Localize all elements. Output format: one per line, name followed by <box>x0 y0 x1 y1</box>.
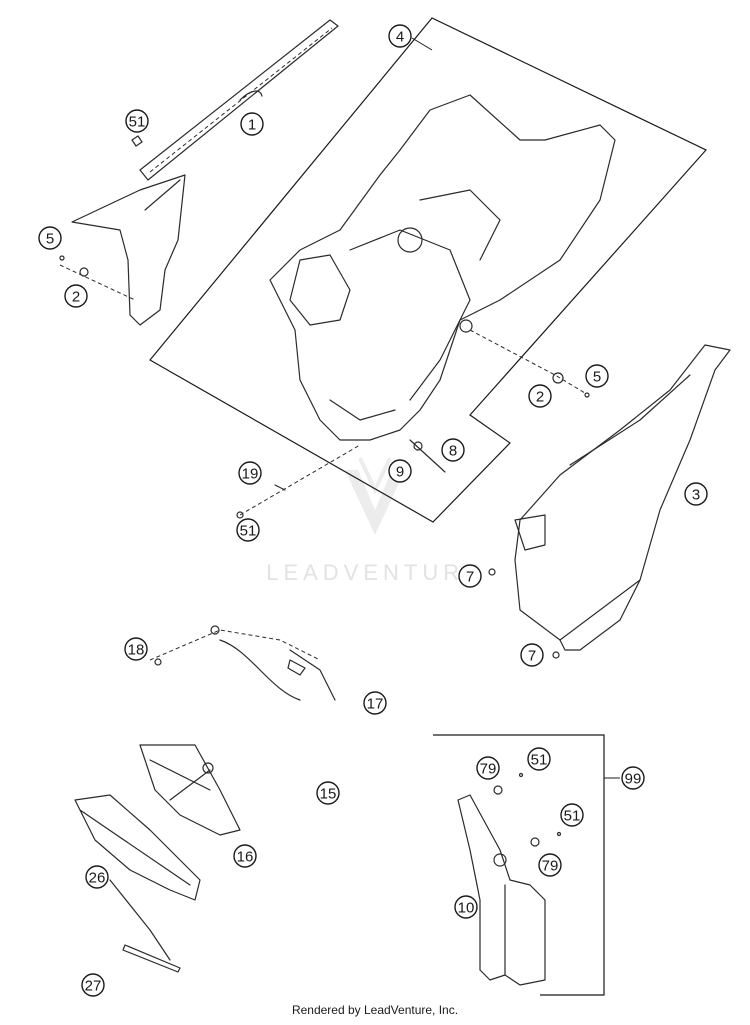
svg-text:18: 18 <box>128 642 145 659</box>
svg-text:26: 26 <box>89 870 106 887</box>
callout-2-a[interactable]: 2 <box>64 284 88 308</box>
callout-7-b[interactable]: 7 <box>520 643 544 667</box>
svg-text:7: 7 <box>466 569 474 586</box>
callout-5-b[interactable]: 5 <box>585 364 609 388</box>
assembly-frame-99 <box>433 734 605 996</box>
callout-79-a[interactable]: 79 <box>476 756 500 780</box>
callout-27[interactable]: 27 <box>81 973 105 997</box>
callout-16[interactable]: 16 <box>233 844 257 868</box>
part-27-strip <box>122 944 181 973</box>
svg-text:15: 15 <box>320 786 337 803</box>
svg-text:51: 51 <box>129 114 146 131</box>
callout-2-b[interactable]: 2 <box>528 384 552 408</box>
svg-text:8: 8 <box>449 443 457 460</box>
callout-19[interactable]: 19 <box>238 461 262 485</box>
callout-51-c[interactable]: 51 <box>527 747 551 771</box>
part-16-filter-cage <box>139 744 241 836</box>
part-17-18-intake <box>149 625 336 701</box>
svg-text:79: 79 <box>480 761 497 778</box>
svg-text:7: 7 <box>528 648 536 665</box>
svg-text:27: 27 <box>85 978 102 995</box>
part-10-bracket <box>457 772 562 986</box>
part-3-side-cover <box>514 344 731 651</box>
svg-text:9: 9 <box>396 464 404 481</box>
svg-text:3: 3 <box>692 487 700 504</box>
callout-51-b[interactable]: 51 <box>236 518 260 542</box>
callout-18[interactable]: 18 <box>124 637 148 661</box>
watermark-logo <box>345 457 405 535</box>
svg-text:1: 1 <box>248 117 256 134</box>
part-left-bracket <box>59 135 186 326</box>
svg-text:2: 2 <box>536 389 544 406</box>
callout-4[interactable]: 4 <box>388 24 412 48</box>
svg-text:4: 4 <box>396 29 404 46</box>
callout-51-a[interactable]: 51 <box>125 109 149 133</box>
svg-text:5: 5 <box>46 231 54 248</box>
callout-17[interactable]: 17 <box>363 691 387 715</box>
callout-5-a[interactable]: 5 <box>38 226 62 250</box>
washer-2-right <box>552 372 564 384</box>
callout-79-b[interactable]: 79 <box>538 853 562 877</box>
leader-4 <box>411 37 433 51</box>
svg-text:51: 51 <box>531 752 548 769</box>
leader-part-4-right <box>469 329 586 394</box>
part-4-tank-body <box>269 94 616 441</box>
svg-text:79: 79 <box>542 858 559 875</box>
svg-text:5: 5 <box>593 369 601 386</box>
callout-1[interactable]: 1 <box>240 112 264 136</box>
callout-3[interactable]: 3 <box>684 482 708 506</box>
part-1-trim-strip <box>139 19 339 181</box>
screw-7-upper <box>488 568 496 576</box>
part-26-air-filter <box>74 794 201 961</box>
svg-text:16: 16 <box>237 849 254 866</box>
part-lower-fasteners <box>236 439 446 519</box>
svg-text:51: 51 <box>564 808 581 825</box>
footer-credit: Rendered by LeadVenture, Inc. <box>291 1003 459 1017</box>
callout-8[interactable]: 8 <box>441 438 465 462</box>
assembly-frame-4 <box>149 17 707 523</box>
svg-text:17: 17 <box>367 696 384 713</box>
callout-10[interactable]: 10 <box>454 895 478 919</box>
svg-text:51: 51 <box>240 523 257 540</box>
callout-51-d[interactable]: 51 <box>560 803 584 827</box>
svg-text:99: 99 <box>625 771 642 788</box>
svg-text:19: 19 <box>242 466 259 483</box>
callout-9[interactable]: 9 <box>388 459 412 483</box>
callout-99[interactable]: 99 <box>621 766 645 790</box>
watermark-text: LEADVENTURE <box>266 560 484 585</box>
callout-15[interactable]: 15 <box>316 781 340 805</box>
svg-text:2: 2 <box>72 289 80 306</box>
callout-7-a[interactable]: 7 <box>458 564 482 588</box>
screw-7-lower <box>552 651 560 659</box>
svg-text:10: 10 <box>458 900 475 917</box>
callout-26[interactable]: 26 <box>85 865 109 889</box>
screw-5-right <box>584 392 590 398</box>
